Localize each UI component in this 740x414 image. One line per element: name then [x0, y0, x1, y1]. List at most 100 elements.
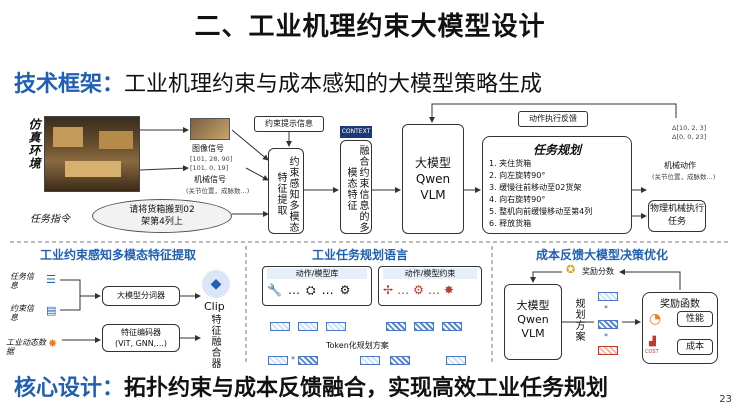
- plan-block: [598, 320, 618, 329]
- token-block: [298, 322, 318, 331]
- token-block: [446, 356, 466, 365]
- shelf-shape: [99, 131, 133, 149]
- ellipsis: …: [427, 283, 444, 297]
- subtitle: 技术框架：工业机理约束与成本感知的大模型策略生成: [14, 66, 542, 98]
- task-planning-box: 任务规划 1. 夹住货箱 2. 向左旋转90° 3. 缓慢往前移动至02货架 4…: [482, 136, 632, 234]
- mech-signal-note: (关节位置，成脉数...): [186, 187, 250, 195]
- plan-steps: 1. 夹住货箱 2. 向左旋转90° 3. 缓慢往前移动至02货架 4. 向右旋…: [489, 158, 625, 230]
- reward-fn-box: 奖励函数 ◔ 性能 ▟ COST 成本: [642, 292, 718, 364]
- constraint-info-label: 约束信息: [10, 304, 34, 322]
- warehouse-image: [44, 116, 140, 192]
- plan-step: 3. 缓慢往前移动至02货架: [489, 183, 582, 192]
- reward-label: 奖励分数: [582, 267, 614, 276]
- left-section-title: 工业约束感知多模态特征提取: [40, 248, 197, 262]
- middle-section-title: 工业任务规划语言: [312, 248, 409, 262]
- task-info-label: 任务信息: [10, 272, 34, 290]
- task-command-cloud: 请将货箱搬到02 架第4列上: [92, 199, 232, 233]
- llm-box: 大模型 Qwen VLM: [402, 124, 464, 234]
- llm-line3: VLM: [420, 188, 446, 202]
- page-number: 23: [719, 394, 732, 405]
- sim-env-label: 仿真环境: [27, 118, 41, 170]
- right-section-title: 成本反馈大模型决策优化: [536, 248, 669, 262]
- right-llm-line1: 大模型: [516, 299, 550, 312]
- wrench-icon: 🔧: [267, 283, 288, 297]
- star-separator: *: [291, 355, 295, 364]
- hub-icon: ✸: [443, 283, 458, 297]
- network-icon: ✸: [48, 337, 58, 350]
- exec-feedback-box: 动作执行反馈: [518, 111, 588, 127]
- fusion-info-label: 融合约束信息的多模态特征: [345, 145, 368, 233]
- multimodal-extract-label: 约束感知多模态特征提取: [275, 155, 298, 233]
- image-signal-label: 图像信号: [192, 144, 224, 153]
- cost-chart-icon: ▟: [649, 337, 656, 347]
- llm-line2: Qwen: [415, 172, 451, 186]
- task-command-label: 任务指令: [30, 214, 70, 225]
- mech-signal-values: [101, 28, 90] [101, 0, 19]: [190, 155, 233, 172]
- list-icon: ☰: [46, 273, 56, 286]
- plan-block: [598, 346, 618, 355]
- right-llm-line3: VLM: [521, 327, 545, 340]
- core-design-key: 核心设计：: [14, 376, 125, 401]
- feature-encoder-sub: (ViT, GNN,...): [114, 339, 168, 348]
- clip-icon: ◆: [202, 270, 230, 298]
- constraint-hint-box: 约束提示信息: [254, 116, 324, 132]
- fusion-info-box: 融合约束信息的多模态特征: [340, 140, 372, 234]
- token-block: [298, 356, 318, 365]
- mech-signal-label: 机械信号: [194, 175, 226, 184]
- token-block: [360, 356, 380, 365]
- action-lib-box: 动作/模型库 🔧…⛭…⚙: [262, 266, 372, 306]
- cost-badge: COST: [645, 349, 659, 355]
- gripper-icon: ⛭: [305, 283, 322, 297]
- feature-encoder-label: 特征编码器: [121, 328, 161, 337]
- feature-encoder-box: 特征编码器 (ViT, GNN,...): [102, 324, 180, 352]
- plan-label: 规划方案: [573, 298, 584, 342]
- clip-label: Clip: [204, 300, 225, 313]
- gear-icon: ⚙: [413, 283, 428, 297]
- plan-block: [598, 292, 618, 301]
- plan-step: 4. 向右旋转90°: [489, 195, 546, 204]
- right-llm-line2: Qwen: [517, 313, 549, 326]
- plan-title: 任务规划: [532, 143, 581, 157]
- token-plan-label: Token化规划方案: [326, 341, 389, 350]
- token-block: [414, 322, 434, 331]
- token-block: [270, 322, 290, 331]
- llm-line1: 大模型: [414, 156, 451, 170]
- core-design-text: 拓扑约束与成本反馈融合，实现高效工业任务规划: [124, 376, 609, 401]
- action-constraint-label: 动作/模型约束: [383, 268, 477, 279]
- ellipsis: …: [321, 283, 340, 297]
- reward-fn-label: 奖励函数: [660, 299, 700, 310]
- constraint-icons: ✢…⚙…✸: [383, 283, 477, 297]
- robot-arm-icon: ⚙: [339, 283, 357, 297]
- shelf-shape: [65, 161, 121, 177]
- cost-box: 成本: [677, 339, 713, 355]
- action-constraint-box: 动作/模型约束 ✢…⚙…✸: [378, 266, 482, 306]
- multimodal-extract-box: 约束感知多模态特征提取: [268, 148, 304, 234]
- mech-action-label: 机械动作: [664, 161, 696, 170]
- medal-icon: ✪: [566, 263, 576, 276]
- token-block: [326, 322, 346, 331]
- token-block: [390, 356, 410, 365]
- clip-sub-label: 特征融合器: [209, 314, 220, 369]
- industrial-data-label: 工业动态数据: [6, 338, 46, 356]
- action-lib-label: 动作/模型库: [267, 268, 367, 279]
- subtitle-key: 技术框架：: [14, 72, 125, 97]
- page-title: 二、工业机理约束大模型设计: [194, 12, 546, 42]
- token-block: [442, 322, 462, 331]
- document-icon: ▤: [46, 304, 57, 317]
- plan-step: 5. 整机向前缓慢移动至第4列: [489, 207, 593, 216]
- context-icon: CONTEXT: [340, 126, 372, 138]
- robot-exec-box: 物理机械执行任务: [648, 200, 706, 232]
- core-design-line: 核心设计：拓扑约束与成本反馈融合，实现高效工业任务规划: [14, 370, 608, 402]
- right-llm-box: 大模型 Qwen VLM: [504, 284, 562, 360]
- ellipsis: …: [287, 283, 306, 297]
- token-block: [386, 322, 406, 331]
- performance-box: 性能: [677, 311, 713, 327]
- shelf-shape: [53, 127, 83, 147]
- subtitle-text: 工业机理约束与成本感知的大模型策略生成: [124, 72, 543, 97]
- mech-action-note: (关节位置，成脉数...): [652, 173, 716, 181]
- plan-step: 1. 夹住货箱: [489, 159, 532, 168]
- token-block: [268, 356, 288, 365]
- tokenizer-box: 大模型分词器: [102, 286, 180, 306]
